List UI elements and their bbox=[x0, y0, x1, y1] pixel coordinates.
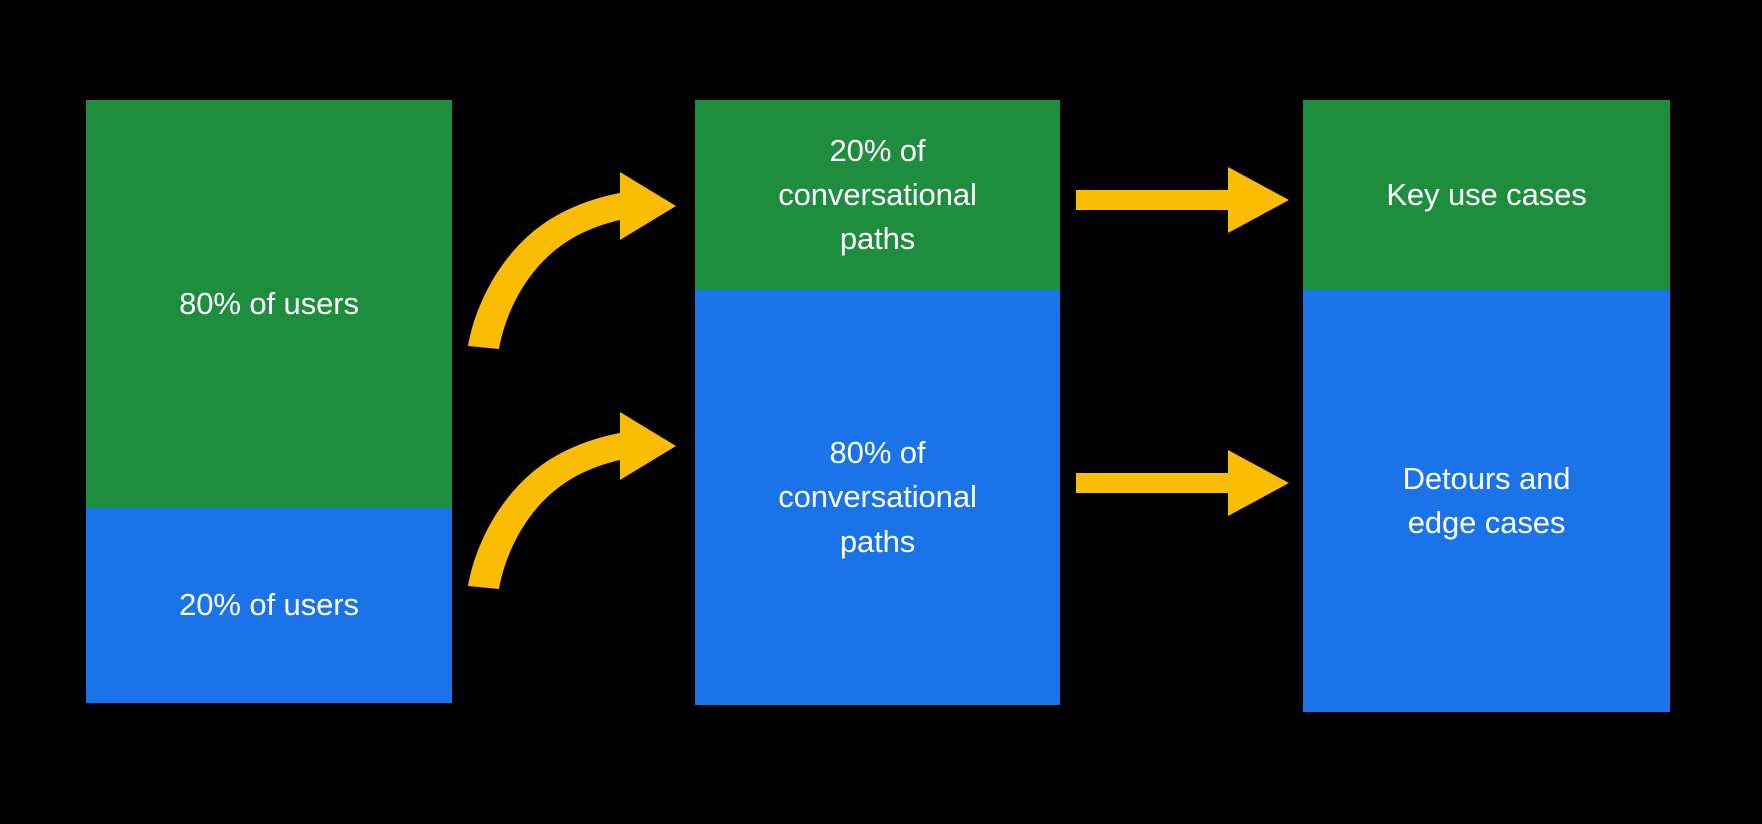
segment-detours-edge-cases: Detours and edge cases bbox=[1303, 290, 1670, 712]
straight-arrow-icon-bottom bbox=[1076, 450, 1289, 516]
segment-users-minority: 20% of users bbox=[86, 508, 452, 703]
segment-paths-minority: 20% of conversational paths bbox=[695, 100, 1060, 290]
curved-arrow-icon-top bbox=[468, 172, 676, 349]
curved-arrow-icon-bottom bbox=[468, 412, 676, 589]
segment-users-majority: 80% of users bbox=[86, 100, 452, 508]
column-conversational-paths: 20% of conversational paths 80% of conve… bbox=[695, 100, 1060, 705]
segment-key-use-cases: Key use cases bbox=[1303, 100, 1670, 290]
segment-paths-majority: 80% of conversational paths bbox=[695, 290, 1060, 705]
straight-arrow-icon-top bbox=[1076, 167, 1289, 233]
column-use-cases: Key use cases Detours and edge cases bbox=[1303, 100, 1670, 712]
column-users: 80% of users 20% of users bbox=[86, 100, 452, 703]
